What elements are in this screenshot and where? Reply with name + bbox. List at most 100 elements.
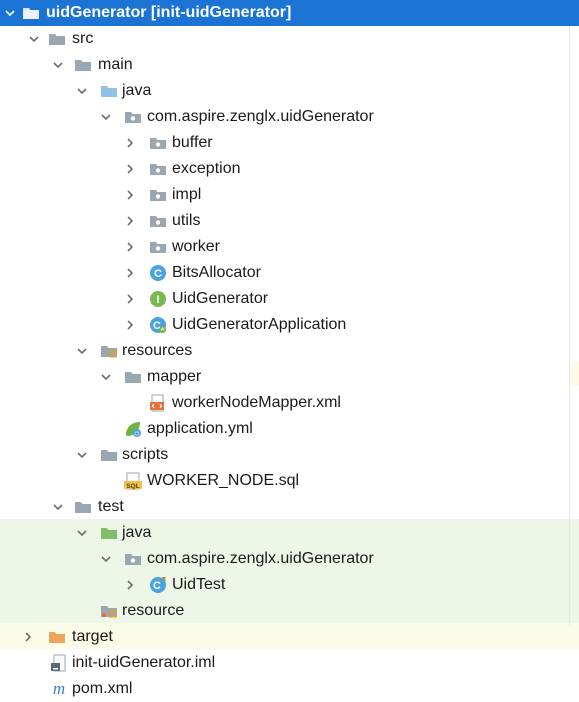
tree-row-project-root[interactable]: uidGenerator [init-uidGenerator] <box>0 0 579 26</box>
tree-label: exception <box>172 160 241 177</box>
chevron-down-icon[interactable] <box>52 52 68 78</box>
tree-row-resource[interactable]: resource <box>0 598 579 624</box>
package-icon <box>149 134 167 152</box>
tree-row-uidtest[interactable]: C UidTest <box>0 572 579 598</box>
chevron-down-icon[interactable] <box>76 338 92 364</box>
chevron-right-icon[interactable] <box>124 130 140 156</box>
tree-label: workerNodeMapper.xml <box>172 394 341 411</box>
interface-icon: I <box>149 290 167 308</box>
svg-text:C: C <box>153 580 161 592</box>
tree-label: main <box>98 56 133 73</box>
tree-label: java <box>122 82 152 99</box>
chevron-down-icon[interactable] <box>100 546 116 572</box>
chevron-down-icon[interactable] <box>28 26 44 52</box>
test-section-highlight <box>0 519 579 623</box>
tree-row-uidgenerator[interactable]: I UidGenerator <box>0 286 579 312</box>
project-folder-icon <box>22 4 40 22</box>
folder-icon <box>100 446 118 464</box>
chevron-right-icon[interactable] <box>124 260 140 286</box>
chevron-right-icon[interactable] <box>124 312 140 338</box>
sql-file-icon: SQL <box>124 472 142 490</box>
tree-row-application-yml[interactable]: ⏻ application.yml <box>0 416 579 442</box>
tree-row-scripts[interactable]: scripts <box>0 442 579 468</box>
tree-label: target <box>72 628 113 645</box>
svg-text:⏻: ⏻ <box>135 431 140 438</box>
spring-boot-class-icon: C <box>149 316 167 334</box>
package-icon <box>149 212 167 230</box>
svg-text:I: I <box>156 294 159 306</box>
chevron-right-icon[interactable] <box>124 182 140 208</box>
chevron-right-icon[interactable] <box>124 156 140 182</box>
tree-row-target[interactable]: target <box>0 624 579 650</box>
svg-text:SQL: SQL <box>126 483 139 490</box>
chevron-right-icon[interactable] <box>124 572 140 598</box>
test-source-folder-icon <box>100 524 118 542</box>
spring-config-icon: ⏻ <box>124 420 142 438</box>
folder-icon <box>74 498 92 516</box>
chevron-down-icon[interactable] <box>76 78 92 104</box>
chevron-down-icon[interactable] <box>100 364 116 390</box>
tree-row-test-java[interactable]: java <box>0 520 579 546</box>
tree-row-impl[interactable]: impl <box>0 182 579 208</box>
tree-row-buffer[interactable]: buffer <box>0 130 579 156</box>
chevron-down-icon[interactable] <box>76 520 92 546</box>
tree-row-workernodemapper-xml[interactable]: workerNodeMapper.xml <box>0 390 579 416</box>
tree-label: com.aspire.zenglx.uidGenerator <box>147 108 374 125</box>
chevron-right-icon[interactable] <box>124 234 140 260</box>
tree-label: com.aspire.zenglx.uidGenerator <box>147 550 374 567</box>
test-resources-folder-icon <box>100 602 118 620</box>
package-icon <box>124 108 142 126</box>
tree-row-exception[interactable]: exception <box>0 156 579 182</box>
excluded-folder-icon <box>48 628 66 646</box>
tree-row-src[interactable]: src <box>0 26 579 52</box>
tree-row-test-package[interactable]: com.aspire.zenglx.uidGenerator <box>0 546 579 572</box>
tree-label: buffer <box>172 134 213 151</box>
tree-row-uidgeneratorapplication[interactable]: C UidGeneratorApplication <box>0 312 579 338</box>
tree-label: UidGenerator <box>172 290 269 307</box>
resources-folder-icon <box>100 342 118 360</box>
tree-row-resources[interactable]: resources <box>0 338 579 364</box>
tree-row-java[interactable]: java <box>0 78 579 104</box>
package-icon <box>149 186 167 204</box>
tree-row-bitsallocator[interactable]: C BitsAllocator <box>0 260 579 286</box>
chevron-right-icon[interactable] <box>124 208 140 234</box>
tree-label: application.yml <box>147 420 253 437</box>
tree-label: impl <box>172 186 202 203</box>
package-icon <box>149 238 167 256</box>
tree-row-worker[interactable]: worker <box>0 234 579 260</box>
tree-row-mapper[interactable]: mapper <box>0 364 579 390</box>
xml-file-icon <box>149 394 167 412</box>
folder-icon <box>74 56 92 74</box>
tree-row-iml-file[interactable]: init-uidGenerator.iml <box>0 650 579 676</box>
class-icon: C <box>149 264 167 282</box>
chevron-right-icon[interactable] <box>124 286 140 312</box>
project-root-label: uidGenerator [init-uidGenerator] <box>46 4 292 21</box>
tree-label: UidTest <box>172 576 226 593</box>
tree-row-test[interactable]: test <box>0 494 579 520</box>
folder-icon <box>48 30 66 48</box>
tree-row-pom-xml[interactable]: m pom.xml <box>0 676 579 702</box>
package-icon <box>124 550 142 568</box>
chevron-down-icon[interactable] <box>76 442 92 468</box>
tree-label: scripts <box>122 446 169 463</box>
tree-row-worker-node-sql[interactable]: SQL WORKER_NODE.sql <box>0 468 579 494</box>
chevron-down-icon[interactable] <box>52 494 68 520</box>
chevron-right-icon[interactable] <box>22 624 38 650</box>
tree-label: java <box>122 524 152 541</box>
tree-label: resource <box>122 602 185 619</box>
tree-label: utils <box>172 212 201 229</box>
chevron-down-icon[interactable] <box>4 0 20 26</box>
test-class-icon: C <box>149 576 167 594</box>
tree-label: resources <box>122 342 193 359</box>
tree-label: mapper <box>147 368 202 385</box>
tree-row-utils[interactable]: utils <box>0 208 579 234</box>
chevron-down-icon[interactable] <box>100 104 116 130</box>
tree-label: WORKER_NODE.sql <box>147 472 300 489</box>
tree-label: src <box>72 30 94 47</box>
svg-text:C: C <box>153 320 161 332</box>
svg-text:C: C <box>154 268 162 280</box>
tree-label: worker <box>172 238 221 255</box>
tree-row-main[interactable]: main <box>0 52 579 78</box>
scroll-marker <box>570 362 579 386</box>
tree-row-package[interactable]: com.aspire.zenglx.uidGenerator <box>0 104 579 130</box>
